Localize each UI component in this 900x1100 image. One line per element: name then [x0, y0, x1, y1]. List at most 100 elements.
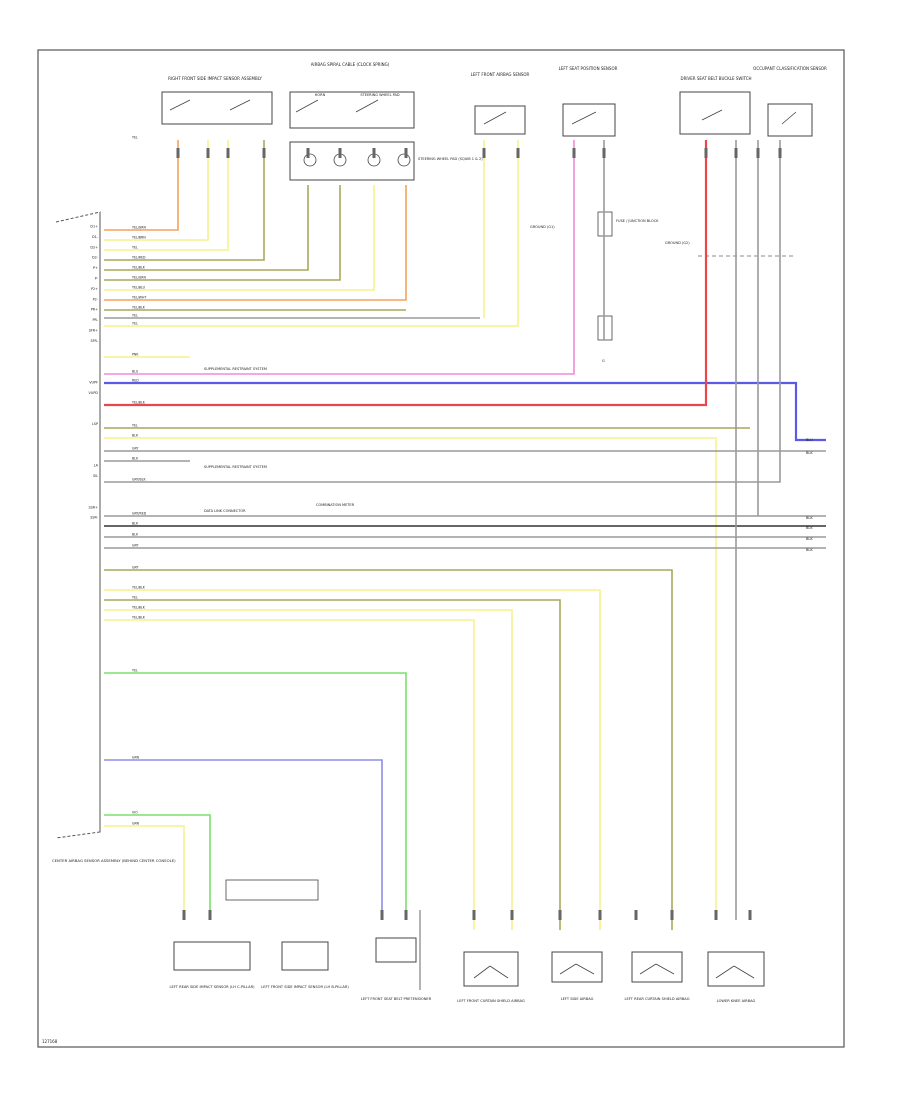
wire-label-0: YEL/GRN: [132, 226, 146, 230]
wire-label-18: BLK: [132, 457, 139, 461]
horn-label: HORN: [315, 93, 326, 97]
left-rear-side-sensor: LEFT REAR SIDE IMPACT SENSOR (LH C-PILLA…: [169, 879, 319, 989]
connector-stub-14: [756, 148, 760, 158]
wire-30: [104, 759, 383, 912]
module-pin-0: D1+: [90, 225, 98, 229]
connector-stub-6: [372, 148, 376, 158]
wire-label-27: YEL/BLK: [132, 606, 146, 610]
wire-label-12: BLU: [132, 370, 139, 374]
connector-stub-27: [748, 910, 752, 920]
wire-label-17: GRY: [132, 447, 138, 451]
wire-label-33: YEL: [132, 136, 138, 140]
wire-label-32: GRN: [132, 822, 140, 826]
wire-label-2: YEL: [132, 246, 138, 250]
wire-label-31: VIO: [132, 811, 138, 815]
module-pin-2: D2+: [90, 245, 98, 249]
wire-label-21: BLK: [132, 522, 139, 526]
footer-code: 127168: [42, 1039, 58, 1044]
connector-stub-8: [482, 148, 486, 158]
connector-stub-12: [704, 148, 708, 158]
wires: [104, 140, 826, 930]
wire-label-1: YEL/BRN: [132, 236, 146, 240]
wire-26: [104, 599, 561, 930]
occupant-classification-label: OCCUPANT CLASSIFICATION SENSOR: [753, 66, 827, 71]
left-front-airbag-sensor-label: LEFT FRONT AIRBAG SENSOR: [471, 72, 530, 77]
left-front-curtain: LEFT FRONT CURTAIN SHIELD AIRBAG: [457, 951, 525, 1003]
connector-stub-19: [404, 910, 408, 920]
wire-24: [104, 569, 673, 930]
wire-label-6: YEL/BLU: [132, 286, 146, 290]
wire-label-30: GRN: [132, 756, 140, 760]
wire-label-24: GRY: [132, 566, 138, 570]
connector-stub-1: [206, 148, 210, 158]
wire-label-4: YEL/BLK: [132, 266, 146, 270]
wire-label-5: YEL/GRN: [132, 276, 146, 280]
wire-label-20: GRY/RED: [132, 512, 147, 516]
left-rear-curtain: LEFT REAR CURTAIN SHIELD AIRBAG: [624, 951, 690, 1001]
connector-stub-26: [714, 910, 718, 920]
left-side-airbag-label: LEFT SIDE AIRBAG: [561, 997, 594, 1001]
spiral-cable-label: AIRBAG SPIRAL CABLE (CLOCK SPRING): [311, 62, 390, 67]
left-seat-position-label: LEFT SEAT POSITION SENSOR: [559, 66, 618, 71]
wire-7: [104, 185, 407, 301]
wire-label-13: RED: [132, 379, 139, 383]
left-front-side-sensor-label: LEFT FRONT SIDE IMPACT SENSOR (LH B-PILL…: [261, 985, 349, 989]
offpage-2: BLK: [806, 516, 813, 520]
wire-label-9: YEL: [132, 314, 138, 318]
wire-label-3: YEL/RED: [132, 256, 146, 260]
note-srs-1: SUPPLEMENTAL RESTRAINT SYSTEM: [204, 367, 267, 371]
right-front-side-sensor-label: RIGHT FRONT SIDE IMPACT SENSOR ASSEMBLY: [168, 76, 262, 81]
wire-label-7: YEL/WHT: [132, 296, 146, 300]
connector-stub-21: [510, 910, 514, 920]
wire-0: [104, 140, 179, 231]
wire-label-22: BLK: [132, 533, 139, 537]
wire-3: [104, 140, 265, 261]
wire-label-26: YEL: [132, 596, 138, 600]
spiral-cable: AIRBAG SPIRAL CABLE (CLOCK SPRING) HORN …: [289, 62, 483, 181]
wire-labels: YEL/GRN YEL/BRN YEL YEL/RED YEL/BLK YEL/GRN YE…: [132, 136, 147, 826]
connector-stub-23: [598, 910, 602, 920]
connector-stub-3: [262, 148, 266, 158]
module-label: CENTER AIRBAG SENSOR ASSEMBLY (BEHIND CE…: [52, 858, 176, 863]
connector-stub-2: [226, 148, 230, 158]
occupant-classification-sensor: OCCUPANT CLASSIFICATION SENSOR: [753, 66, 827, 137]
left-side-airbag: LEFT SIDE AIRBAG: [551, 951, 603, 1001]
wire-label-8: YEL/BLK: [132, 306, 146, 310]
module-pin-labels: D1+D1-D2+D2-P+P-P2+P2-PR+PR-SFR+SFR-VUPF…: [88, 225, 98, 520]
module-pin-10: SFR+: [89, 329, 98, 333]
ground-label-1: GROUND (G1): [530, 225, 555, 229]
module-pin-23: LA: [94, 464, 99, 468]
wire-label-15: YEL: [132, 424, 138, 428]
module-pin-24: SIL: [93, 474, 98, 478]
fuse-box-2: [597, 315, 613, 341]
module-pin-9: PR-: [93, 318, 99, 322]
module-pin-28: SSR-: [90, 516, 99, 520]
fuse-label: FUSE / JUNCTION BLOCK: [616, 219, 659, 223]
connector-stub-20: [472, 910, 476, 920]
connector-stub-9: [516, 148, 520, 158]
wire-19: [104, 140, 781, 483]
lower-knee-airbag-label: LOWER KNEE AIRBAG: [717, 999, 756, 1003]
offpage-4: BLK: [806, 537, 813, 541]
wire-5: [104, 185, 341, 281]
module-pin-16: VUPD: [89, 391, 99, 395]
module-pin-27: SSR+: [88, 505, 98, 509]
wire-27: [104, 609, 513, 930]
right-front-side-sensor: RIGHT FRONT SIDE IMPACT SENSOR ASSEMBLY: [161, 76, 273, 125]
wire-1: [104, 140, 209, 241]
module-pin-5: P-: [95, 277, 99, 281]
driver-buckle-switch-label: DRIVER SEAT BELT BUCKLE SWITCH: [680, 76, 751, 81]
connector-stub-17: [208, 910, 212, 920]
seat-belt-pretensioner-label: LEFT FRONT SEAT BELT PRETENSIONER: [361, 997, 432, 1001]
connector-stub-4: [306, 148, 310, 158]
connector-stub-16: [182, 910, 186, 920]
left-front-side-sensor: LEFT FRONT SIDE IMPACT SENSOR (LH B-PILL…: [261, 941, 349, 989]
left-front-curtain-label: LEFT FRONT CURTAIN SHIELD AIRBAG: [457, 999, 525, 1003]
offpage-1: BLK: [806, 451, 813, 455]
wire-29: [104, 672, 407, 912]
note-dlc: DATA LINK CONNECTOR: [204, 509, 246, 513]
left-rear-side-sensor-label: LEFT REAR SIDE IMPACT SENSOR (LH C-PILLA…: [169, 985, 255, 989]
note-meter: COMBINATION METER: [316, 503, 355, 507]
module-pin-19: LSP: [92, 422, 98, 426]
